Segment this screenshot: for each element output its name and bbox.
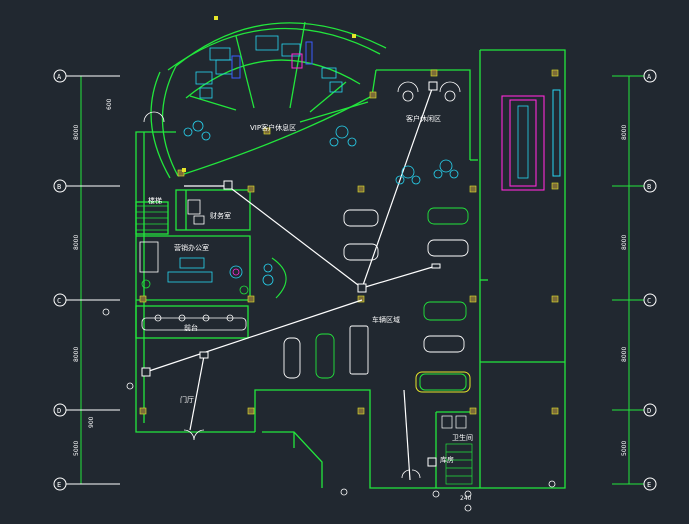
vip-area-label: VIP客户休息区 — [250, 123, 296, 132]
toilet-partitions — [441, 415, 467, 429]
stairs-label: 楼梯 — [148, 196, 162, 205]
cars-white — [283, 209, 469, 379]
right-axis-bubbles — [643, 69, 657, 491]
customer-rest-plants — [395, 159, 459, 185]
car-featured — [415, 371, 471, 393]
left-small-dim-1: 600 — [106, 98, 113, 110]
wc-label: 卫生间 — [452, 433, 473, 442]
network-nodes — [141, 81, 441, 467]
showroom-label: 车辆区域 — [372, 315, 400, 324]
bottom-markers — [102, 308, 556, 512]
front-desk-furniture — [141, 314, 247, 331]
right-dim-2: 8000 — [621, 235, 628, 250]
structural-columns — [139, 69, 559, 415]
right-axis-label-a: A — [647, 73, 652, 81]
right-axis-line — [612, 75, 644, 485]
building-walls — [135, 21, 566, 489]
sales-office-furniture — [167, 257, 274, 286]
main-door-label: 门厅 — [180, 395, 194, 404]
sales-office-sofa — [139, 241, 159, 273]
left-axis-label-e: E — [57, 481, 61, 489]
left-small-dim-2: 900 — [88, 416, 95, 428]
vip-accent-furniture — [231, 41, 313, 79]
right-dim-1: 8000 — [621, 125, 628, 140]
right-axis-label-d: D — [647, 407, 651, 415]
left-dim-1: 8000 — [73, 125, 80, 140]
cars-green — [315, 207, 469, 379]
finance-label: 财务室 — [210, 211, 231, 220]
front-desk-label: 前台 — [184, 323, 198, 332]
right-dim-3: 8000 — [621, 347, 628, 362]
sales-office-plants — [141, 279, 249, 295]
meeting-table — [501, 95, 545, 191]
vip-furniture — [183, 35, 357, 147]
meeting-table-center — [517, 105, 529, 179]
left-dim-4: 5000 — [73, 441, 80, 456]
doors — [143, 111, 421, 479]
finance-furniture — [187, 199, 205, 225]
right-axis-label-b: B — [647, 183, 651, 191]
customer-rest-label: 客户休闲区 — [406, 114, 441, 123]
stair-treads — [136, 205, 168, 231]
vip-marker — [182, 16, 356, 172]
store-label: 库房 — [440, 455, 454, 464]
right-axis-label-e: E — [647, 481, 651, 489]
left-axis-label-c: C — [57, 297, 61, 305]
left-axis-bubbles — [53, 69, 120, 491]
left-dim-2: 8000 — [73, 235, 80, 250]
left-axis-label-d: D — [57, 407, 61, 415]
right-axis-label-c: C — [647, 297, 651, 305]
left-dim-3: 8000 — [73, 347, 80, 362]
wall-display — [552, 89, 561, 177]
sales-office-accent — [232, 268, 240, 276]
customer-rest-furniture — [397, 81, 461, 102]
network-lines — [145, 85, 437, 481]
left-axis-label-a: A — [57, 73, 62, 81]
right-dim-4: 5000 — [621, 441, 628, 456]
sales-office-label: 营销办公室 — [174, 243, 209, 252]
bottom-small-dim: 240 — [460, 495, 472, 502]
left-axis-label-b: B — [57, 183, 61, 191]
reception-curve — [271, 257, 287, 299]
toilet-fixtures — [445, 443, 473, 485]
